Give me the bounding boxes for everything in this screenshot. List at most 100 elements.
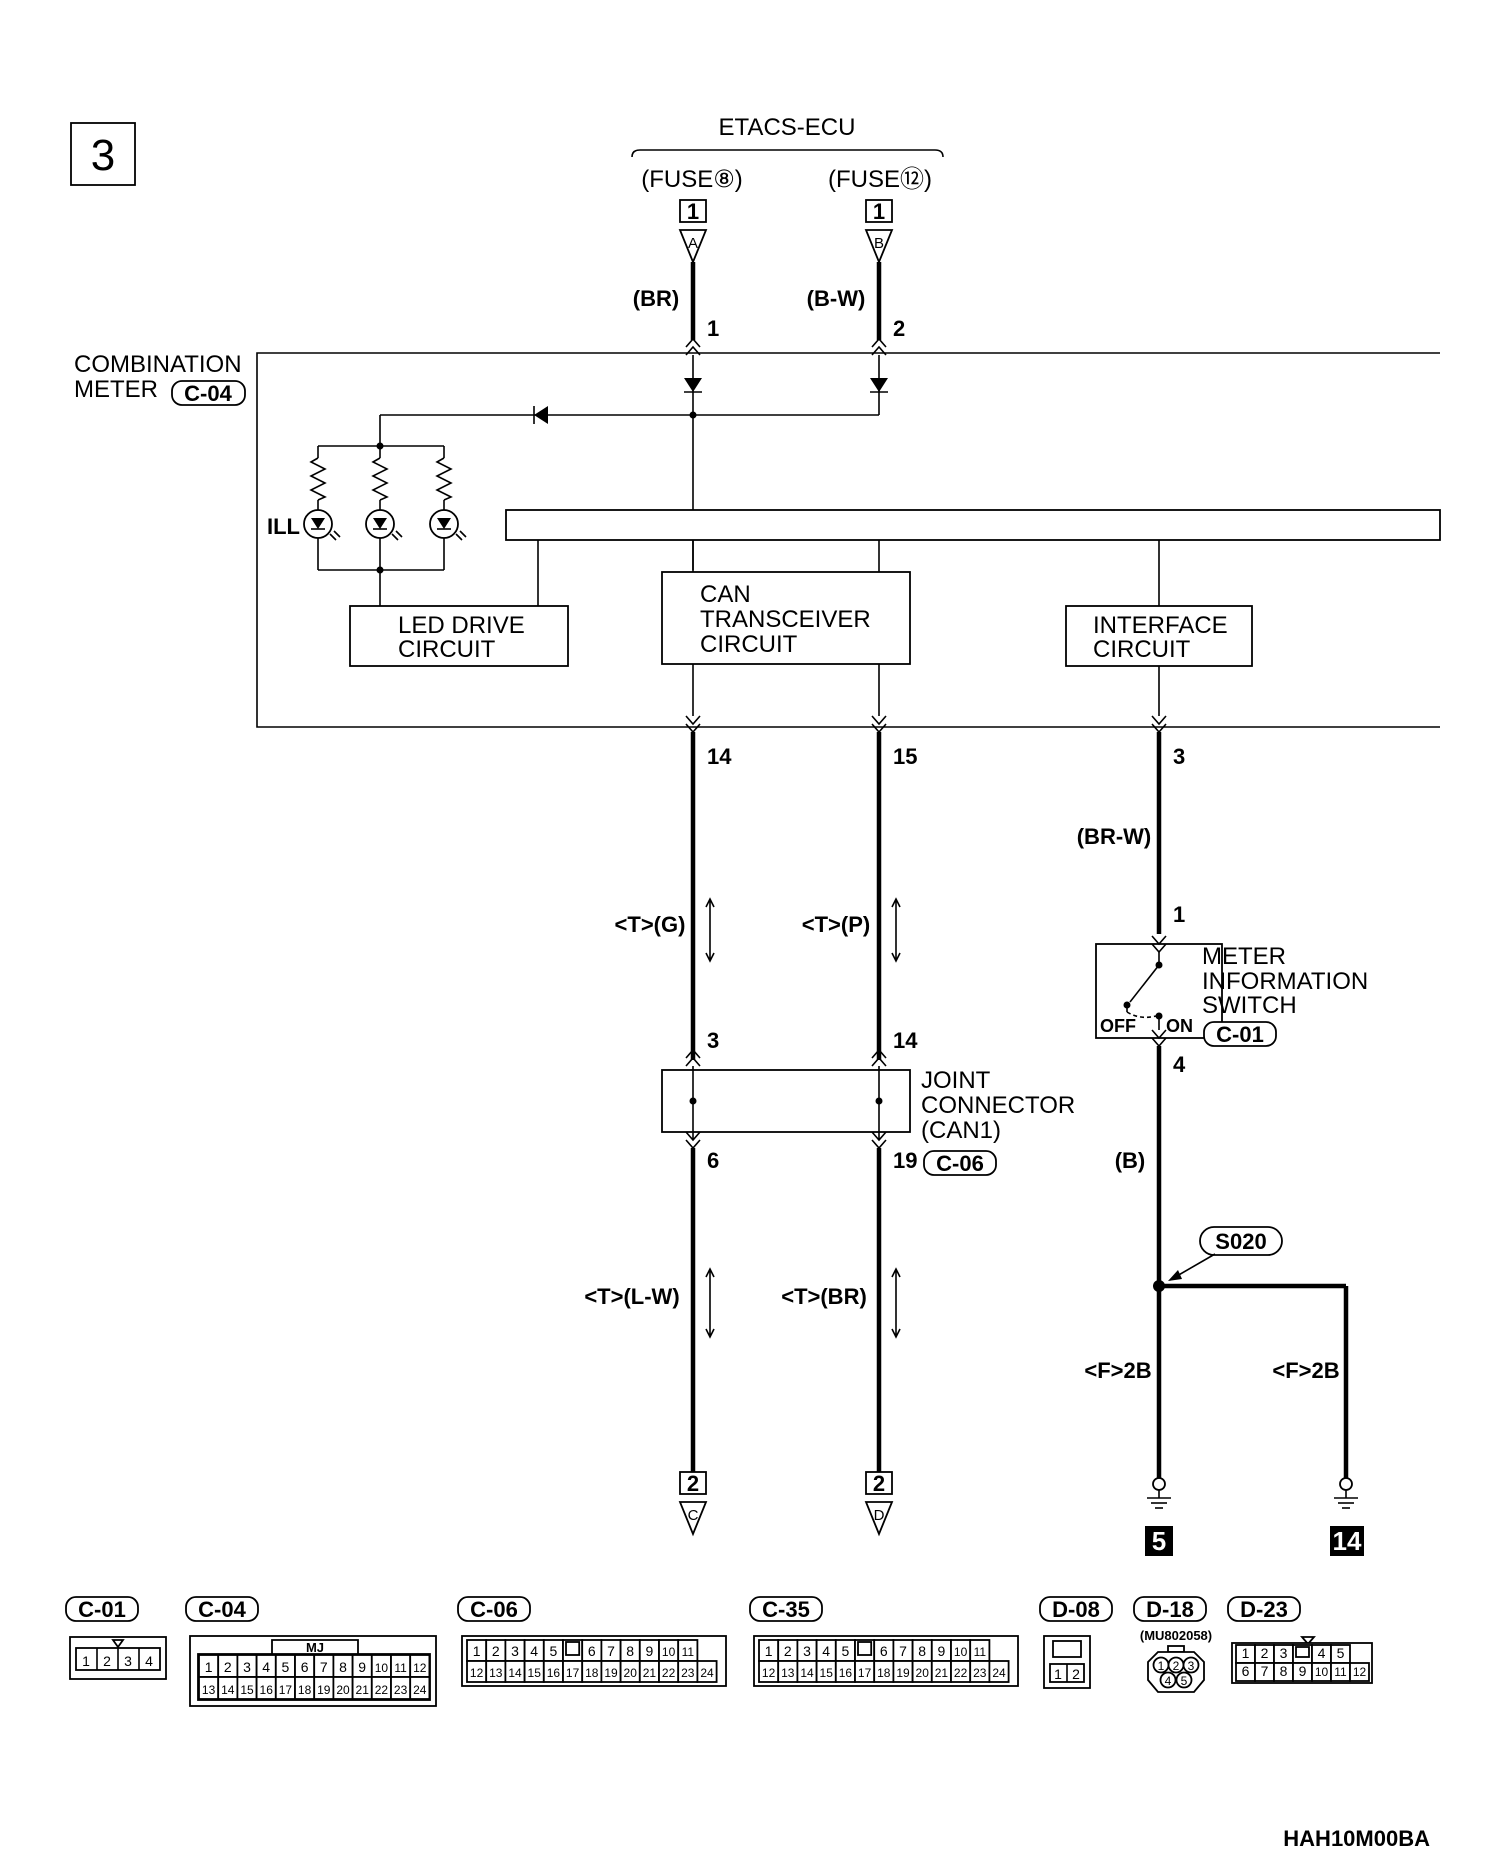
fuse-8-label: (FUSE⑧) bbox=[641, 166, 743, 193]
c04-pin-18: 18 bbox=[298, 1683, 312, 1697]
c04-title: C-04 bbox=[198, 1597, 246, 1622]
c35-pin-13: 13 bbox=[781, 1666, 795, 1680]
c35-pin-5: 5 bbox=[842, 1643, 850, 1659]
c06-pin-16: 16 bbox=[547, 1666, 561, 1680]
ill-led-network: ILL bbox=[267, 442, 467, 606]
c06-pin-1: 1 bbox=[473, 1643, 481, 1659]
c35-pin-cell bbox=[988, 1660, 1010, 1683]
c35-pin-24: 24 bbox=[992, 1666, 1006, 1680]
ecu-name: ETACS-ECU bbox=[719, 114, 856, 141]
connector-b: 1 B bbox=[864, 199, 894, 265]
page-number: 3 bbox=[70, 122, 136, 186]
connector-view-d08: D-08 1 2 bbox=[1039, 1596, 1113, 1689]
ground-14-label: 14 bbox=[1333, 1526, 1362, 1556]
ill-label: ILL bbox=[267, 514, 300, 539]
d23-pin-7: 7 bbox=[1261, 1663, 1269, 1679]
c04-pin-22: 22 bbox=[375, 1683, 389, 1697]
c04-pin-7: 7 bbox=[320, 1659, 328, 1675]
connector-c: 2 C bbox=[678, 1471, 708, 1537]
c06-pin-21: 21 bbox=[643, 1666, 657, 1680]
joint-pin-3: 3 bbox=[707, 1028, 719, 1053]
ground-5: 5 bbox=[1145, 1477, 1173, 1556]
pin-2: 2 bbox=[893, 316, 905, 341]
d08-pin-2: 2 bbox=[1072, 1666, 1080, 1682]
c35-pin-4: 4 bbox=[822, 1643, 830, 1659]
switch-label-line1: METER bbox=[1202, 943, 1286, 970]
d23-pin-9: 9 bbox=[1299, 1663, 1307, 1679]
connector-a-box: 1 bbox=[687, 199, 699, 224]
d23-pin-4: 4 bbox=[1318, 1645, 1326, 1661]
c04-pin-1: 1 bbox=[205, 1659, 213, 1675]
c06-pin-2: 2 bbox=[492, 1643, 500, 1659]
switch-connector-id: C-01 bbox=[1216, 1022, 1264, 1047]
wire-label-lw: <T>(L-W) bbox=[584, 1284, 679, 1309]
d23-pin-2: 2 bbox=[1261, 1645, 1269, 1661]
d18-pin-1: 1 bbox=[1158, 1659, 1165, 1673]
wire-label-g: <T>(G) bbox=[615, 912, 686, 937]
d23-key-slot bbox=[1295, 1646, 1310, 1658]
c06-pin-13: 13 bbox=[489, 1666, 503, 1680]
combination-meter: COMBINATION METER C-04 bbox=[74, 351, 1440, 728]
wire-label-brw: (BR-W) bbox=[1077, 824, 1152, 849]
d18-title: D-18 bbox=[1146, 1597, 1194, 1622]
connector-b-box: 1 bbox=[873, 199, 885, 224]
d23-pin-12: 12 bbox=[1353, 1665, 1367, 1679]
c06-pin-7: 7 bbox=[607, 1643, 615, 1659]
c04-pin-10: 10 bbox=[375, 1661, 389, 1675]
d18-pin-2: 2 bbox=[1173, 1659, 1180, 1673]
c04-pin-8: 8 bbox=[339, 1659, 347, 1675]
switch-pin-1: 1 bbox=[1173, 902, 1185, 927]
c35-pin-16: 16 bbox=[839, 1666, 853, 1680]
connector-a-letter: A bbox=[688, 235, 698, 252]
led-drive-line1: LED DRIVE bbox=[398, 612, 525, 639]
d23-pin-5: 5 bbox=[1337, 1645, 1345, 1661]
wire-label-b: (B) bbox=[1115, 1148, 1146, 1173]
led-drive-line2: CIRCUIT bbox=[398, 636, 496, 663]
led-drive-circuit: LED DRIVE CIRCUIT bbox=[349, 605, 569, 667]
internal-bus bbox=[505, 509, 1441, 541]
wire-label-p: <T>(P) bbox=[802, 912, 870, 937]
c06-pin-10: 10 bbox=[662, 1645, 676, 1659]
can-transceiver-circuit: CAN TRANSCEIVER CIRCUIT bbox=[661, 571, 911, 665]
d23-pin-8: 8 bbox=[1280, 1663, 1288, 1679]
c35-pin-14: 14 bbox=[800, 1666, 814, 1680]
c35-pin-7: 7 bbox=[899, 1643, 907, 1659]
c35-pin-8: 8 bbox=[918, 1643, 926, 1659]
c04-pin-20: 20 bbox=[336, 1683, 350, 1697]
connector-d-box: 2 bbox=[873, 1471, 885, 1496]
d18-sub: (MU802058) bbox=[1140, 1628, 1212, 1643]
connector-a: 1 A bbox=[678, 199, 708, 265]
meter-connector-id: C-04 bbox=[184, 381, 232, 406]
c06-pin-22: 22 bbox=[662, 1666, 676, 1680]
c06-pin-6: 6 bbox=[588, 1643, 596, 1659]
c06-pin-24: 24 bbox=[700, 1666, 714, 1680]
etacs-ecu-header: ETACS-ECU (FUSE⑧) (FUSE⑫) bbox=[631, 114, 944, 193]
connector-c-box: 2 bbox=[687, 1471, 699, 1496]
wire-label-bw: (B-W) bbox=[807, 286, 866, 311]
d23-title: D-23 bbox=[1240, 1597, 1288, 1622]
c01-pin-4: 4 bbox=[145, 1653, 153, 1669]
joint-pin-19: 19 bbox=[893, 1148, 917, 1173]
switch-off-label: OFF bbox=[1100, 1016, 1136, 1036]
c35-pin-3: 3 bbox=[803, 1643, 811, 1659]
can-line3: CIRCUIT bbox=[700, 631, 798, 658]
c35-title: C-35 bbox=[762, 1597, 810, 1622]
c04-pin-9: 9 bbox=[358, 1659, 366, 1675]
c06-title: C-06 bbox=[470, 1597, 518, 1622]
d23-pin-3: 3 bbox=[1280, 1645, 1288, 1661]
c06-pin-9: 9 bbox=[646, 1643, 654, 1659]
meter-label-line1: COMBINATION bbox=[74, 351, 242, 378]
interface-circuit: INTERFACE CIRCUIT bbox=[1065, 605, 1253, 667]
c06-pin-3: 3 bbox=[511, 1643, 519, 1659]
ground-14: 14 bbox=[1330, 1477, 1364, 1556]
c04-pin-5: 5 bbox=[282, 1659, 290, 1675]
c04-pin-2: 2 bbox=[224, 1659, 232, 1675]
c35-pin-23: 23 bbox=[973, 1666, 987, 1680]
switch-pin-4: 4 bbox=[1173, 1052, 1186, 1077]
ground-5-label: 5 bbox=[1152, 1526, 1166, 1556]
c04-pin-24: 24 bbox=[413, 1683, 427, 1697]
c35-pin-9: 9 bbox=[938, 1643, 946, 1659]
